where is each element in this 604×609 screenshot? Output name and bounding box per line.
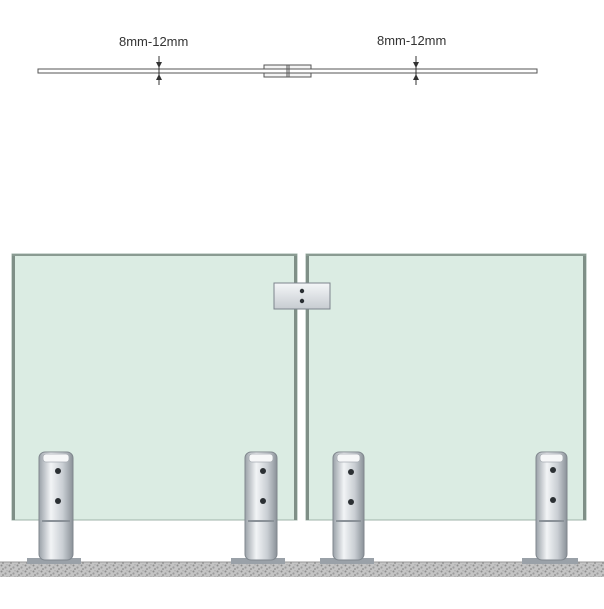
left-thickness-label: 8mm-12mm	[119, 34, 189, 49]
right-thickness-label: 8mm-12mm	[377, 33, 447, 48]
spigot-post-4	[522, 451, 578, 564]
spigot-post-2	[231, 451, 285, 564]
top-clamp	[263, 64, 312, 78]
panel-connector-clamp	[273, 282, 331, 310]
ground-base	[0, 562, 604, 577]
spigot-post-1	[27, 451, 81, 564]
top-glass-left	[37, 68, 288, 74]
top-view	[37, 56, 538, 85]
left-thickness-arrow	[156, 56, 162, 85]
top-glass-right	[288, 68, 538, 74]
front-view	[0, 253, 604, 577]
right-thickness-arrow	[413, 56, 419, 85]
spigot-post-3	[320, 451, 374, 564]
